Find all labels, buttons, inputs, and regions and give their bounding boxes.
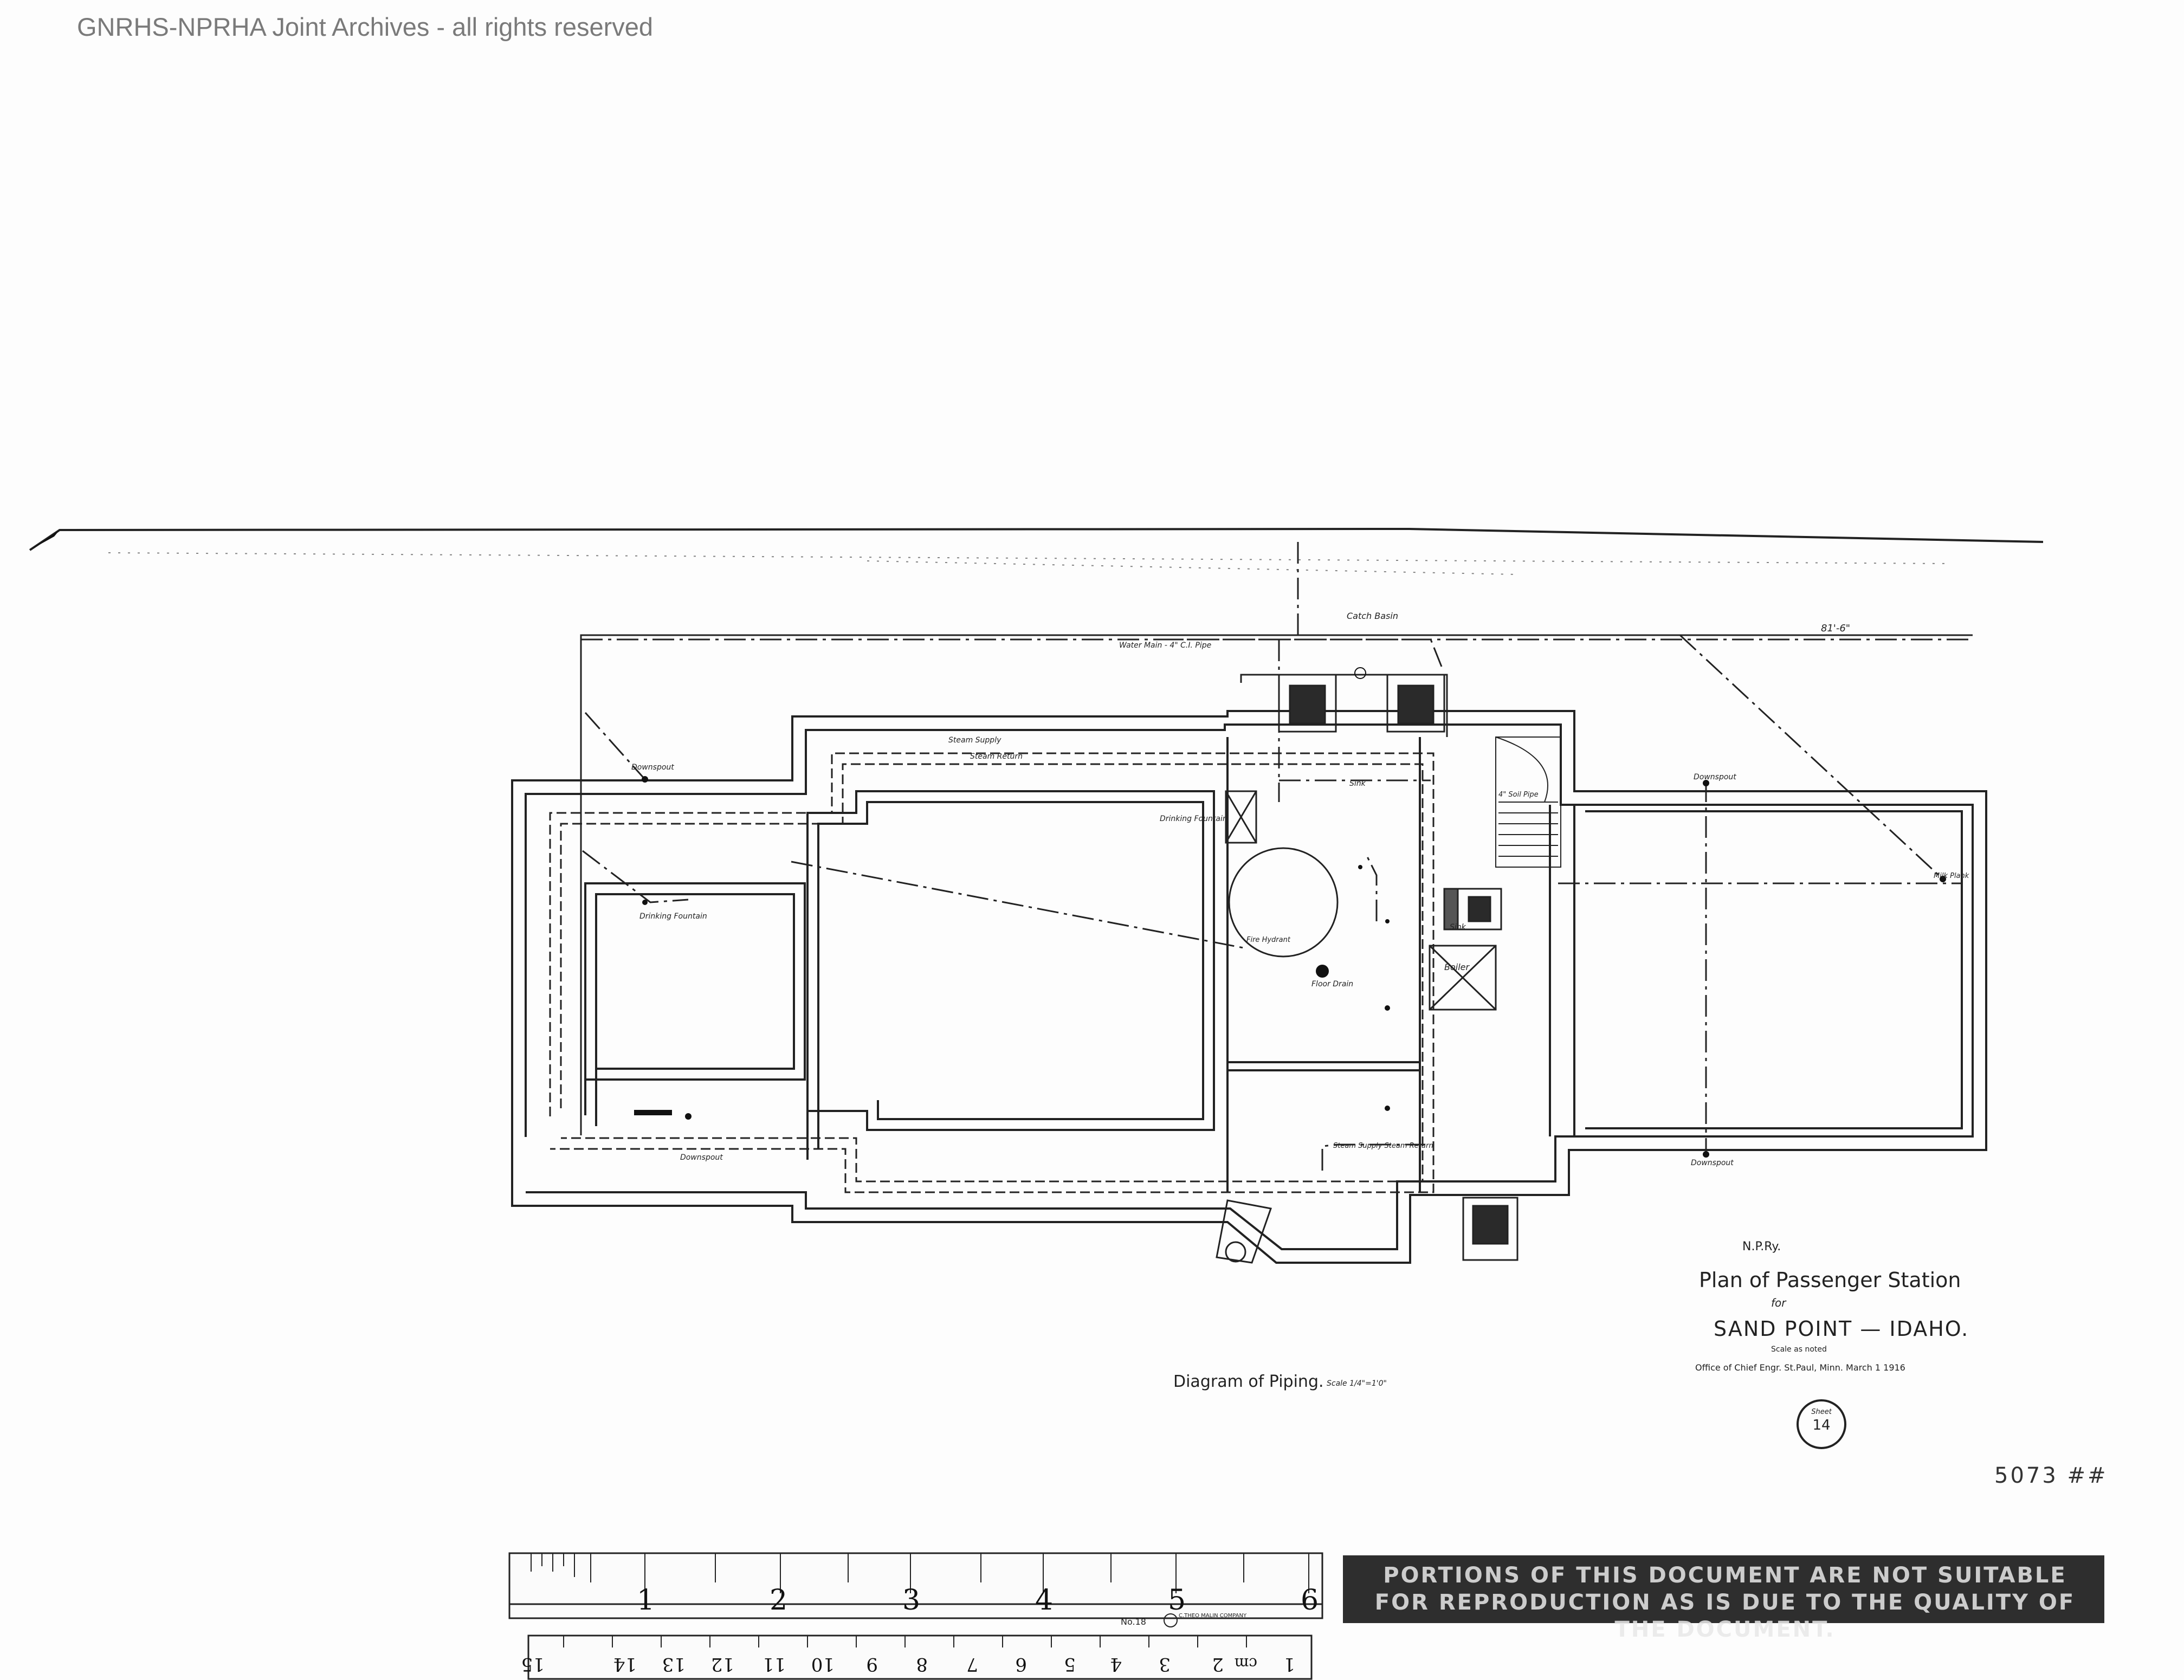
- ruler-cm-numbers: 1 2 3 4 5 6 7 8 9 10 11 12 13 14 15 cm: [521, 1653, 1295, 1675]
- soil-pipe-label: 4" Soil Pipe: [1498, 791, 1539, 799]
- measuring-ruler: [508, 1552, 1323, 1680]
- sheet-number: 14: [1812, 1417, 1831, 1433]
- floor-drain-label: Floor Drain: [1311, 980, 1353, 988]
- sheet-label: Sheet: [1811, 1408, 1832, 1416]
- drinking-fountain-label: Drinking Fountain: [639, 912, 707, 921]
- ruler-cm-label: 11: [763, 1653, 786, 1675]
- sheet-number-badge: Sheet 14: [1797, 1399, 1846, 1449]
- ruler-model: No.18: [1121, 1617, 1146, 1627]
- reproduction-notice-text: PORTIONS OF THIS DOCUMENT ARE NOT SUITAB…: [1374, 1563, 2076, 1642]
- lot-line: [580, 634, 1973, 1135]
- ruler-inch-label: 5: [1168, 1584, 1186, 1617]
- diagram-title: Diagram of Piping.: [1173, 1372, 1324, 1391]
- ruler-inch-label: 1: [637, 1584, 655, 1617]
- title-block-for: for: [1771, 1296, 1786, 1309]
- ruler-inch-label: 4: [1035, 1584, 1053, 1617]
- drinking-fountain-label: Drinking Fountain: [1160, 815, 1227, 823]
- dimension-label: 81'-6": [1821, 623, 1850, 634]
- ruler-cm-label: 6: [1015, 1653, 1027, 1675]
- downspout-label: Downspout: [1694, 773, 1736, 781]
- building-walls: [511, 710, 1987, 1264]
- boiler: [1429, 888, 1502, 1011]
- downspout-label: Downspout: [680, 1153, 723, 1162]
- sink-label: Sink: [1450, 923, 1466, 932]
- ruler-cm-label: 13: [662, 1653, 686, 1675]
- ruler-cm-label: 12: [711, 1653, 734, 1675]
- title-block-location: SAND POINT — IDAHO.: [1714, 1317, 1969, 1341]
- ruler-cm-label: 3: [1159, 1653, 1171, 1675]
- ruler-cm-label: 1: [1283, 1653, 1295, 1675]
- file-code: 5073 ##: [1994, 1463, 2108, 1488]
- milk-plank-label: Milk Plank: [1934, 872, 1969, 880]
- title-block-title: Plan of Passenger Station: [1699, 1268, 1961, 1292]
- fire-hydrant-label: Fire Hydrant: [1246, 936, 1291, 944]
- ruler-cm-label: 14: [613, 1653, 637, 1675]
- water-main: [581, 542, 1973, 1171]
- ruler-maker: C.THEO MALIN COMPANY: [1179, 1613, 1247, 1619]
- ruler-logo-icon: [1164, 1613, 1178, 1627]
- title-block-scale-note: Scale as noted: [1771, 1345, 1827, 1354]
- sheet-top-edge: [29, 527, 2044, 551]
- downspout-label: Downspout: [631, 763, 674, 772]
- title-block-office: Office of Chief Engr. St.Paul, Minn. Mar…: [1695, 1362, 1905, 1373]
- downspout-label: Downspout: [1691, 1159, 1734, 1167]
- reproduction-notice: PORTIONS OF THIS DOCUMENT ARE NOT SUITAB…: [1343, 1555, 2104, 1642]
- ruler-cm-unit: cm: [1235, 1655, 1257, 1672]
- title-block-railway: N.P.Ry.: [1742, 1240, 1781, 1253]
- ruler-inch-label: 3: [902, 1584, 920, 1617]
- sheet-corner-mark: [30, 530, 60, 550]
- ruler-ticks: [531, 1553, 1309, 1647]
- ruler-cm-label: 10: [811, 1653, 835, 1675]
- archive-watermark: GNRHS-NPRHA Joint Archives - all rights …: [77, 12, 654, 41]
- boiler-label: Boiler: [1444, 962, 1470, 972]
- ruler-cm-label: 2: [1212, 1653, 1224, 1675]
- ruler-cm-label: 9: [866, 1653, 878, 1675]
- ruler-inch-numbers: 1 2 3 4 5 6: [637, 1584, 1319, 1617]
- ruler-cm-label: 15: [521, 1653, 545, 1675]
- catch-basin-label: Catch Basin: [1347, 611, 1398, 621]
- fixture-marks: [634, 667, 1946, 1158]
- steam-piping: [549, 752, 1435, 1193]
- sink-label: Sink: [1349, 779, 1366, 788]
- areaways: [1240, 674, 1519, 1261]
- ruler-inch-label: 6: [1301, 1584, 1319, 1617]
- cistern: [1228, 847, 1339, 958]
- ruler-cm-label: 5: [1064, 1653, 1076, 1675]
- steam-supply-return-label: Steam Supply Steam Return: [1333, 1142, 1433, 1150]
- floor-drain: [1316, 965, 1329, 978]
- ruler-cm-label: 4: [1110, 1653, 1122, 1675]
- stairs: [1495, 736, 1561, 868]
- fan-box: [1225, 790, 1257, 844]
- plan-labels: Catch Basin Water Main - 4" C.I. Pipe 81…: [631, 611, 1969, 1167]
- bay-vestibule: [1216, 1199, 1272, 1264]
- water-main-label: Water Main - 4" C.I. Pipe: [1119, 641, 1211, 650]
- ruler-cm-label: 7: [966, 1653, 978, 1675]
- steam-supply-label: Steam Supply: [948, 736, 1001, 745]
- ruler-cm-label: 8: [916, 1653, 928, 1675]
- steam-return-label: Steam Return: [970, 752, 1023, 761]
- ruler-inch-label: 2: [770, 1584, 787, 1617]
- diagram-scale: Scale 1/4"=1'0": [1327, 1379, 1387, 1388]
